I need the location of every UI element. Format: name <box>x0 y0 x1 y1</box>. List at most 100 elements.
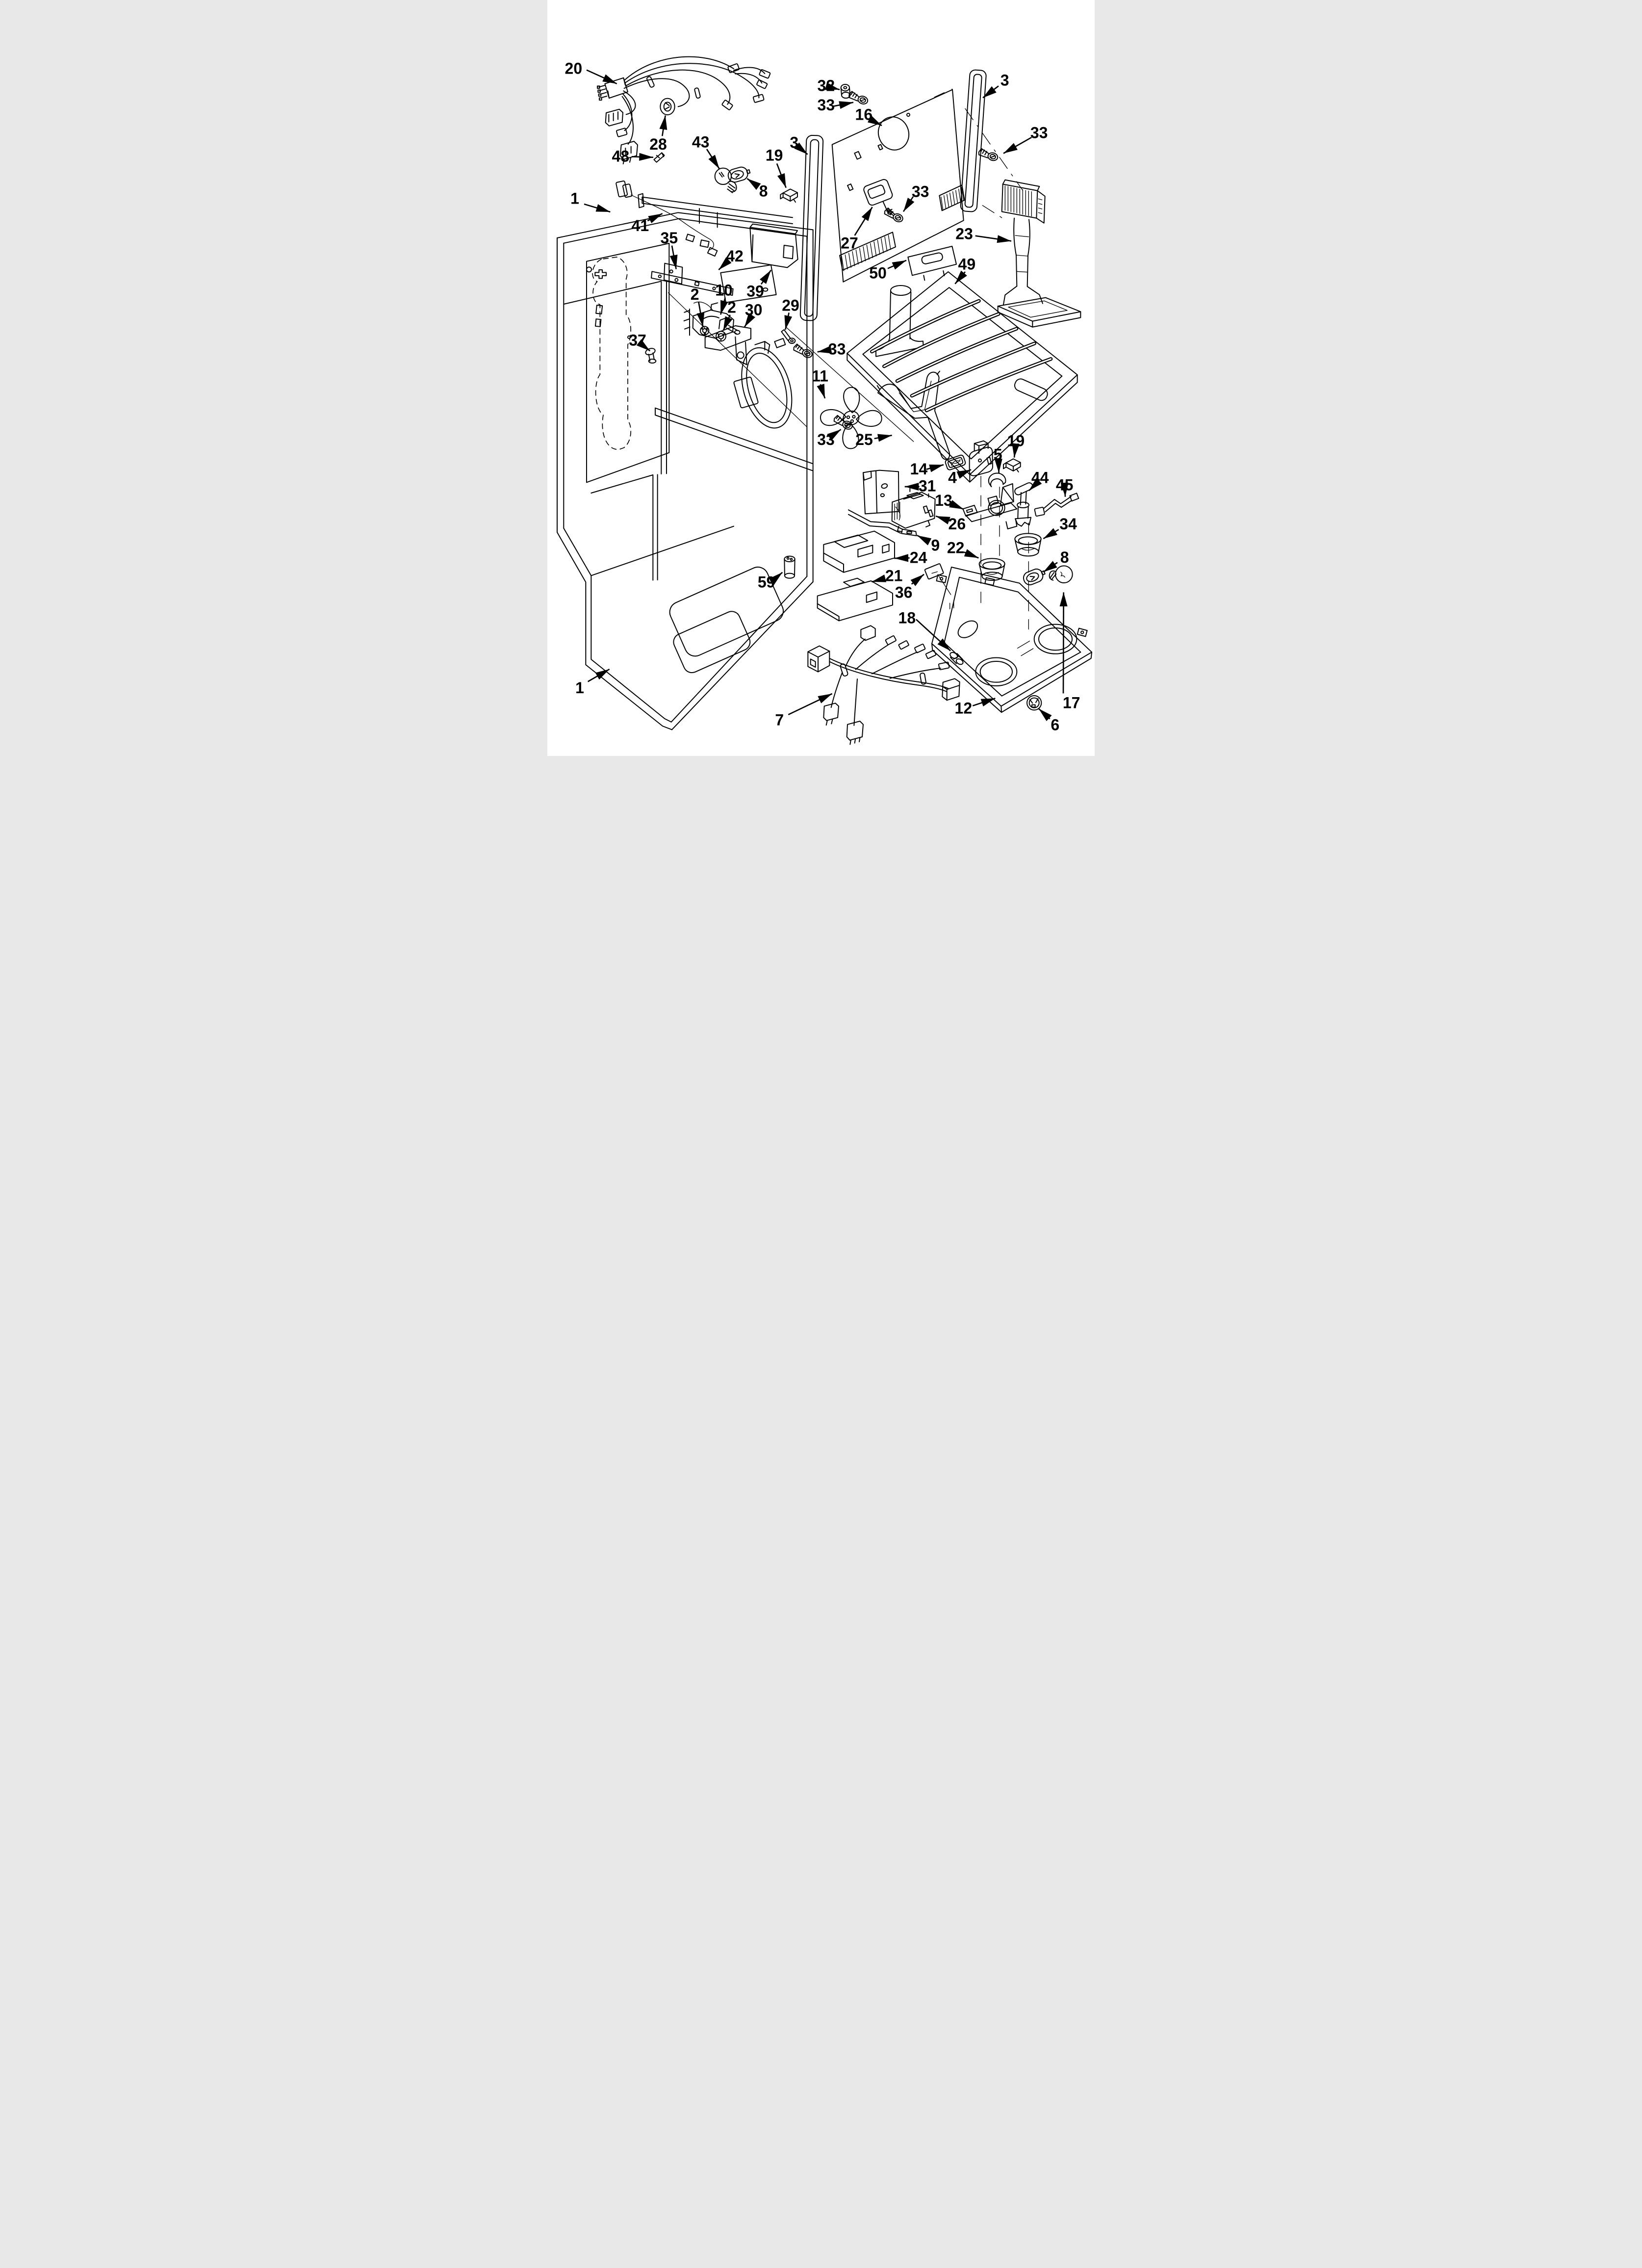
callout-49: 49 <box>954 256 976 285</box>
callout-number: 20 <box>565 59 583 77</box>
drain-cup-22 <box>978 558 1005 581</box>
callout-number: 2 <box>727 299 736 316</box>
assembly-dash-line <box>965 108 1023 220</box>
start-relay-4 <box>969 440 993 476</box>
callout-arrow <box>744 313 756 328</box>
callout-31: 31 <box>904 477 936 495</box>
tray-handle-slot <box>1014 378 1048 401</box>
callout-number: 59 <box>758 574 775 591</box>
callout-arrow <box>706 149 720 169</box>
callout-1: 1 <box>570 190 611 213</box>
callout-number: 34 <box>1059 515 1077 533</box>
callout-number: 35 <box>661 229 678 247</box>
callout-number: 30 <box>745 301 763 319</box>
callout-arrow <box>718 257 732 270</box>
callout-30: 30 <box>744 301 763 328</box>
callout-arrow <box>982 85 999 99</box>
callout-arrow <box>833 101 854 109</box>
callout-number: 23 <box>955 225 973 243</box>
callout-18: 18 <box>898 609 951 652</box>
callout-33: 33 <box>818 96 854 114</box>
callout-arrow <box>659 115 667 136</box>
callout-number: 49 <box>958 256 976 273</box>
callout-17: 17 <box>1059 592 1080 712</box>
liner-gasket-outline <box>592 257 632 450</box>
thermostat-wire-41 <box>616 180 718 257</box>
callout-3: 3 <box>982 71 1009 99</box>
cover-plate-42 <box>720 264 777 303</box>
callout-3: 3 <box>790 134 808 155</box>
bracket-35 <box>651 262 734 296</box>
callout-arrow <box>788 693 833 715</box>
callout-number: 48 <box>612 148 630 165</box>
callout-21: 21 <box>872 567 902 584</box>
connector-3pin <box>605 108 623 127</box>
callout-50: 50 <box>869 260 907 282</box>
callout-1: 1 <box>575 668 610 697</box>
pin-29 <box>781 329 796 344</box>
fan-orifice-ring <box>733 338 793 429</box>
callout-number: 43 <box>692 133 710 151</box>
callout-22: 22 <box>947 539 979 559</box>
callout-45: 45 <box>1056 476 1074 497</box>
callout-arrow <box>669 245 678 269</box>
push-pin-37 <box>645 348 657 364</box>
callout-20: 20 <box>565 59 617 84</box>
callout-2: 2 <box>691 286 705 327</box>
callout-arrow <box>817 384 826 399</box>
callout-11: 11 <box>812 367 828 399</box>
callout-number: 33 <box>1030 124 1048 142</box>
callout-arrow <box>1043 528 1059 540</box>
callout-arrow <box>588 668 610 682</box>
callout-arrow <box>631 153 654 161</box>
wire-harness-bottom-7 <box>807 625 960 745</box>
callout-number: 44 <box>1031 469 1049 486</box>
callout-arrow <box>1012 443 1020 458</box>
callout-arrow <box>776 163 787 188</box>
callout-34: 34 <box>1043 515 1077 540</box>
callout-number: 1 <box>575 679 584 697</box>
callout-arrow <box>954 270 967 285</box>
callout-number: 4 <box>948 469 957 486</box>
callout-number: 36 <box>895 583 913 601</box>
callout-8: 8 <box>1043 548 1069 573</box>
callout-33: 33 <box>817 340 846 358</box>
callout-arrow <box>975 235 1012 243</box>
floor-recess <box>673 611 751 674</box>
terminal <box>727 63 740 73</box>
callout-number: 11 <box>812 367 828 385</box>
callout-number: 3 <box>1001 71 1009 89</box>
vent-grille <box>839 232 896 271</box>
callout-13: 13 <box>935 492 964 510</box>
callout-9: 9 <box>917 535 940 554</box>
callout-number: 26 <box>949 515 966 533</box>
callout-number: 27 <box>841 234 858 252</box>
callout-23: 23 <box>955 225 1012 243</box>
callout-6: 6 <box>1038 708 1059 733</box>
callout-32: 32 <box>818 77 840 95</box>
terminal <box>759 69 771 79</box>
callout-arrow <box>926 464 944 472</box>
callout-number: 5 <box>994 446 1002 464</box>
callout-arrow <box>1038 708 1052 721</box>
callout-number: 41 <box>632 217 649 235</box>
callout-number: 18 <box>898 609 916 626</box>
callout-33: 33 <box>1003 124 1048 154</box>
callout-arrow <box>956 469 972 479</box>
terminal <box>756 79 768 89</box>
callout-number: 7 <box>775 711 784 729</box>
callout-4: 4 <box>948 469 972 486</box>
callout-19: 19 <box>1007 432 1025 458</box>
callout-arrow <box>910 574 924 586</box>
callout-arrow <box>935 515 950 524</box>
callout-number: 17 <box>1063 694 1080 712</box>
callout-arrow <box>636 339 651 352</box>
callout-number: 45 <box>1056 476 1074 494</box>
callout-arrow <box>647 213 663 224</box>
wire-harness-top <box>597 56 771 164</box>
callout-number: 10 <box>715 282 733 299</box>
emblem-plate-14 <box>945 454 966 470</box>
callout-number: 19 <box>1007 432 1025 450</box>
gasket-frame-3-left <box>799 134 824 321</box>
assembly-dash-line <box>980 476 1029 630</box>
